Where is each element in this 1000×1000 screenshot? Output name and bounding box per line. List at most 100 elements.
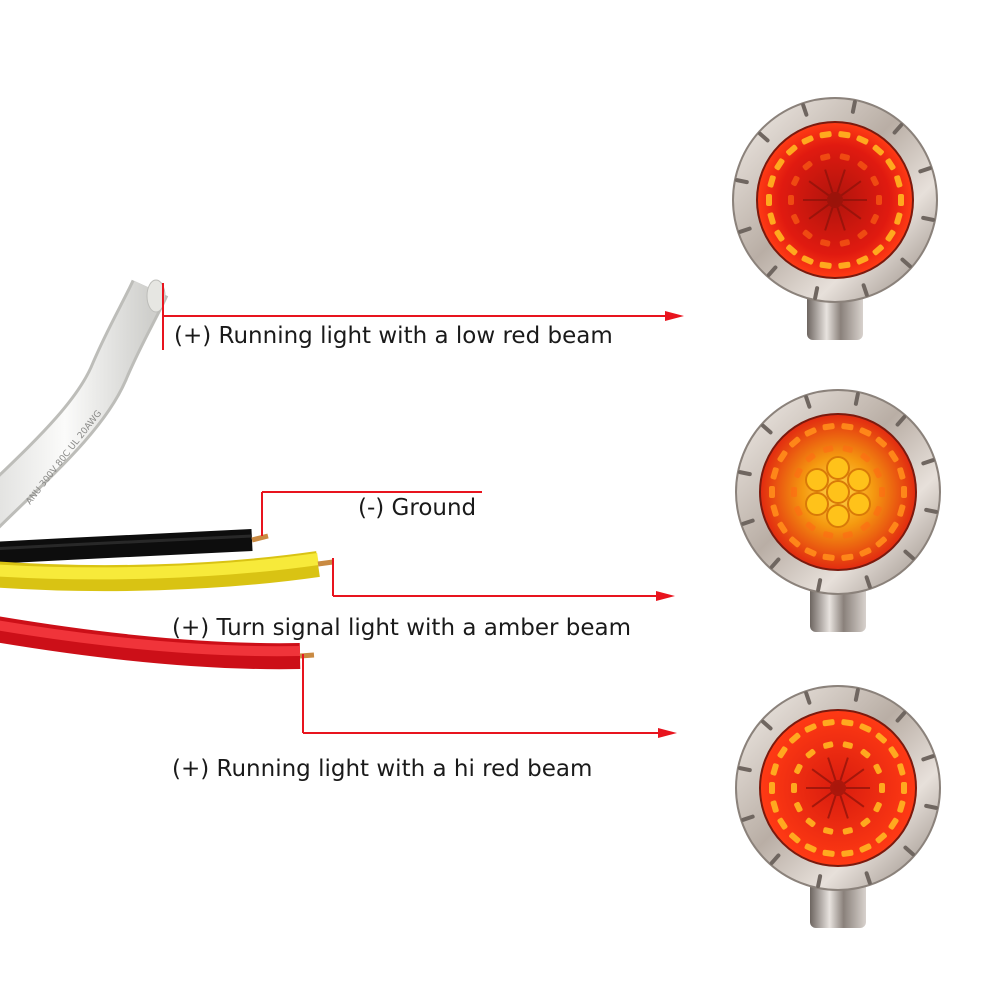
lens-rib (808, 180, 830, 197)
arrow-head (656, 591, 675, 601)
led-outer (872, 244, 884, 256)
led-outer (894, 175, 903, 188)
led-outer (770, 763, 779, 776)
led-inner (791, 487, 797, 497)
label-turn-signal-amber: (+) Turn signal light with a amber beam (172, 615, 632, 641)
led-outer (856, 255, 869, 265)
black-wire (0, 529, 269, 564)
led-outer (789, 732, 801, 744)
led-outer (777, 817, 788, 830)
led-outer (841, 849, 854, 857)
led-outer (875, 536, 887, 548)
led-outer (888, 521, 899, 534)
label-running-hi-red: (+) Running light with a hi red beam (172, 756, 593, 782)
bezel-notch (816, 578, 823, 593)
lens-rib (824, 207, 834, 231)
white-wire: ANU 300V 80C UL 20AWG (0, 279, 169, 529)
led-outer (767, 175, 776, 188)
led-inner (823, 531, 834, 539)
label-running-low-red: (+) Running light with a low red beam (174, 323, 613, 349)
amber-led (805, 468, 829, 492)
led-inner (839, 239, 850, 247)
bezel-notch (737, 470, 752, 477)
lens-rib (840, 203, 862, 220)
led-outer (885, 158, 896, 171)
led-outer (875, 436, 887, 448)
led-inner (857, 160, 868, 171)
led-outer (897, 763, 906, 776)
bezel-notch (903, 549, 915, 561)
led-inner (842, 531, 853, 539)
led-inner (802, 229, 813, 240)
bezel-notch (924, 507, 939, 514)
bezel-notch (801, 103, 809, 117)
led-outer (897, 504, 906, 517)
led-inner (860, 521, 871, 532)
led-inner (860, 452, 871, 463)
led-outer (819, 131, 832, 139)
led-inner (805, 521, 816, 532)
lens-rib (808, 203, 830, 220)
bezel-notch (738, 226, 752, 234)
led-inner (842, 445, 853, 453)
led-outer (769, 486, 775, 498)
bezel-notch (761, 719, 773, 731)
led-outer (786, 144, 798, 156)
led-inner (805, 817, 816, 828)
led-outer (767, 212, 776, 225)
amber-led (805, 492, 829, 516)
led-inner (823, 741, 834, 749)
bezel-notch (769, 557, 781, 569)
lens-rib (836, 169, 846, 193)
lens-rib (827, 757, 837, 781)
led-inner (842, 741, 853, 749)
led-outer (774, 229, 785, 242)
bezel-notch (861, 283, 869, 297)
led-outer (875, 732, 887, 744)
lens-rib (827, 795, 837, 819)
led-inner (879, 783, 885, 793)
led-outer (804, 547, 817, 557)
led-outer (789, 536, 801, 548)
led-outer (888, 450, 899, 463)
bezel-notch (741, 518, 755, 526)
bezel-notch (853, 391, 860, 406)
led-outer (804, 843, 817, 853)
bezel-notch (864, 575, 872, 589)
bezel-notch (804, 395, 812, 409)
led-outer (875, 832, 887, 844)
led-outer (770, 504, 779, 517)
bezel-notch (816, 874, 823, 889)
connector-running-hi (302, 654, 677, 738)
led-outer (822, 849, 835, 857)
led-inner (873, 763, 882, 775)
yellow-wire (0, 551, 334, 592)
lens-rib (836, 207, 846, 231)
led-outer (786, 244, 798, 256)
bezel-notch (921, 215, 936, 222)
led-inner (873, 505, 882, 517)
bezel-notch (734, 178, 749, 185)
lens-rib (839, 795, 849, 819)
bezel-notch (864, 871, 872, 885)
led-outer (777, 746, 788, 759)
lens-rib (811, 791, 833, 808)
led-inner (860, 748, 871, 759)
led-outer (859, 723, 872, 733)
light-hi-red (735, 685, 941, 928)
led-outer (822, 423, 835, 431)
bezel-notch (813, 286, 820, 301)
led-outer (888, 746, 899, 759)
led-outer (801, 255, 814, 265)
led-inner (823, 827, 834, 835)
bezel-notch (895, 711, 907, 723)
led-outer (841, 553, 854, 561)
led-inner (873, 801, 882, 813)
led-inner (805, 452, 816, 463)
led-inner (842, 827, 853, 835)
bezel-notch (895, 415, 907, 427)
led-outer (777, 521, 788, 534)
led-outer (898, 194, 904, 206)
led-inner (860, 817, 871, 828)
